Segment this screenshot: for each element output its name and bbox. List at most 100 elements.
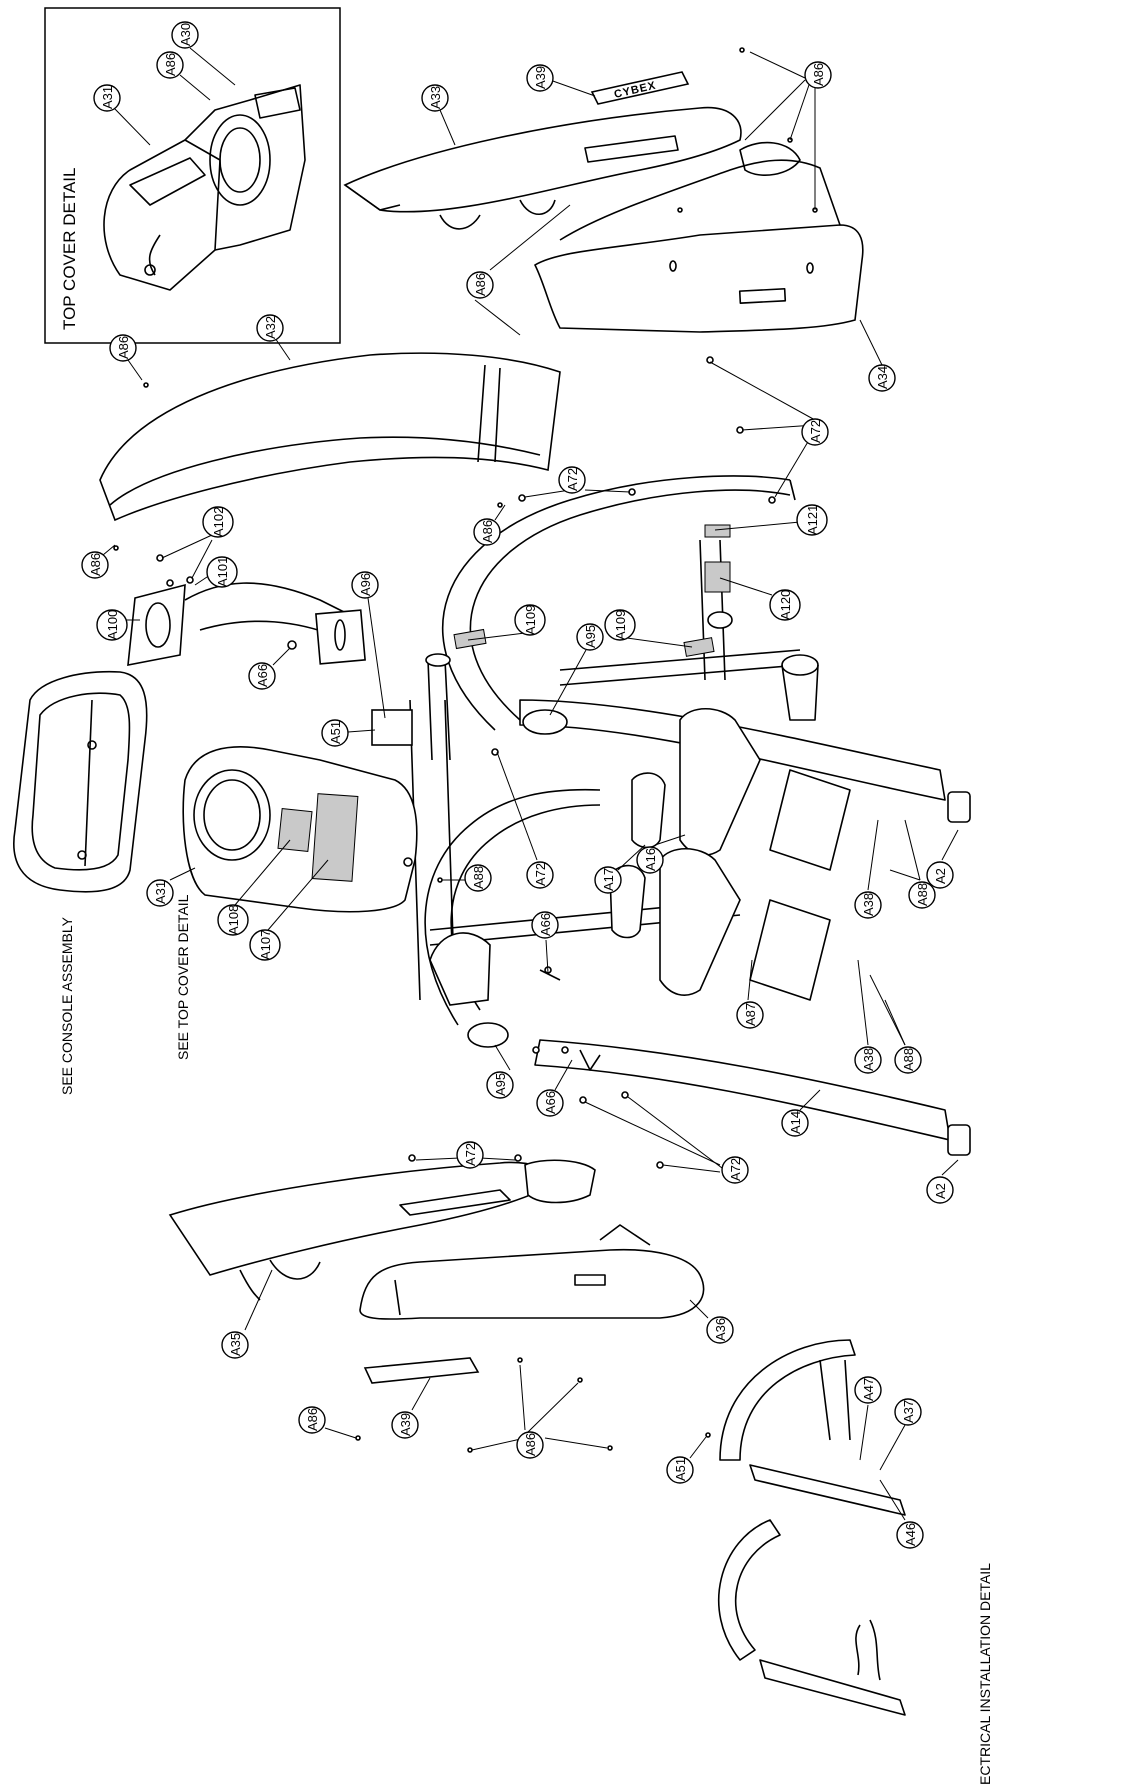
front-top-cover-a33 bbox=[343, 106, 742, 230]
end-cap-a95-upper bbox=[522, 709, 568, 735]
svg-text:A2: A2 bbox=[933, 868, 948, 884]
svg-text:A109: A109 bbox=[613, 610, 628, 640]
callout-a86-c: A86 bbox=[81, 551, 109, 579]
callout-a86-left: A86 bbox=[109, 334, 137, 362]
callout-a33: A33 bbox=[421, 84, 449, 112]
callout-a72-d: A72 bbox=[456, 1141, 484, 1169]
svg-text:A17: A17 bbox=[601, 868, 616, 891]
svg-text:A31: A31 bbox=[153, 881, 168, 904]
callout-a34: A34 bbox=[868, 364, 896, 392]
svg-text:A38: A38 bbox=[861, 1048, 876, 1071]
svg-text:A46: A46 bbox=[903, 1523, 918, 1546]
callout-a31: A31 bbox=[146, 879, 174, 907]
callout-a87: A87 bbox=[736, 1001, 764, 1029]
svg-text:A66: A66 bbox=[255, 664, 270, 687]
svg-text:A86: A86 bbox=[305, 1408, 320, 1431]
rear-side-cover-a36 bbox=[359, 1224, 705, 1320]
callout-a100: A100 bbox=[96, 609, 128, 641]
callout-a95-a: A95 bbox=[576, 623, 604, 651]
svg-text:A100: A100 bbox=[105, 610, 120, 640]
svg-text:A86: A86 bbox=[88, 553, 103, 576]
callout-a14: A14 bbox=[781, 1109, 809, 1137]
svg-text:A88: A88 bbox=[471, 866, 486, 889]
pedal-assembly bbox=[609, 708, 851, 1001]
callout-a86-d: A86 bbox=[298, 1406, 326, 1434]
callout-a39-bottom: A39 bbox=[391, 1411, 419, 1439]
see-console-assembly-note: SEE CONSOLE ASSEMBLY bbox=[59, 916, 75, 1095]
svg-text:A107: A107 bbox=[258, 930, 273, 960]
callout-a88-b: A88 bbox=[908, 881, 936, 909]
hardware-small-parts bbox=[113, 47, 818, 1453]
svg-text:A86: A86 bbox=[473, 273, 488, 296]
callout-a2-b: A2 bbox=[926, 1176, 954, 1204]
callout-a17: A17 bbox=[594, 866, 622, 894]
svg-text:A86: A86 bbox=[480, 520, 495, 543]
svg-text:A86: A86 bbox=[523, 1433, 538, 1456]
leader-lines bbox=[102, 47, 959, 1521]
callout-a31-inset: A31 bbox=[93, 84, 121, 112]
svg-text:A35: A35 bbox=[228, 1333, 243, 1356]
svg-text:A30: A30 bbox=[178, 23, 193, 46]
svg-text:A72: A72 bbox=[728, 1158, 743, 1181]
svg-text:A66: A66 bbox=[538, 913, 553, 936]
svg-text:A95: A95 bbox=[493, 1073, 508, 1096]
svg-text:A16: A16 bbox=[643, 848, 658, 871]
callout-a109-a: A109 bbox=[514, 604, 546, 636]
callout-a108: A108 bbox=[217, 904, 249, 936]
svg-text:A86: A86 bbox=[163, 53, 178, 76]
decal-a39-bottom bbox=[363, 1357, 480, 1384]
callout-a36: A36 bbox=[706, 1316, 734, 1344]
callout-a88-c: A88 bbox=[894, 1046, 922, 1074]
callout-a72-a: A72 bbox=[801, 418, 829, 446]
svg-text:A120: A120 bbox=[778, 590, 793, 620]
svg-text:A51: A51 bbox=[673, 1458, 688, 1481]
callout-a86-b: A86 bbox=[473, 518, 501, 546]
callout-a66-b: A66 bbox=[531, 911, 559, 939]
callout-a66-a: A66 bbox=[248, 662, 276, 690]
svg-text:A108: A108 bbox=[226, 905, 241, 935]
callout-a107: A107 bbox=[249, 929, 281, 961]
electrical-installation-detail: ECTRICAL INSTALLATION DETAIL bbox=[717, 1339, 993, 1785]
svg-text:A66: A66 bbox=[543, 1091, 558, 1114]
callout-a16: A16 bbox=[636, 846, 664, 874]
callout-a46: A46 bbox=[896, 1521, 924, 1549]
electrical-installation-detail-label: ECTRICAL INSTALLATION DETAIL bbox=[977, 1563, 993, 1785]
callout-a2-a: A2 bbox=[926, 861, 954, 889]
callout-a30: A30 bbox=[171, 21, 199, 49]
rear-top-cover-a35 bbox=[168, 1159, 596, 1301]
svg-text:A31: A31 bbox=[100, 86, 115, 109]
svg-text:A38: A38 bbox=[861, 893, 876, 916]
callout-a51-b: A51 bbox=[666, 1456, 694, 1484]
callout-a72-c: A72 bbox=[526, 861, 554, 889]
svg-text:A47: A47 bbox=[861, 1378, 876, 1401]
svg-text:A72: A72 bbox=[565, 468, 580, 491]
svg-text:A95: A95 bbox=[583, 625, 598, 648]
top-cover-detail-inset: TOP COVER DETAIL bbox=[44, 7, 341, 344]
callout-a95-b: A95 bbox=[486, 1071, 514, 1099]
svg-text:A34: A34 bbox=[875, 366, 890, 389]
callout-a38-b: A38 bbox=[854, 1046, 882, 1074]
callout-a86-mid: A86 bbox=[466, 271, 494, 299]
svg-text:A14: A14 bbox=[788, 1111, 803, 1134]
callout-a39-top: A39 bbox=[526, 64, 554, 92]
callout-a35: A35 bbox=[221, 1331, 249, 1359]
svg-text:A37: A37 bbox=[901, 1400, 916, 1423]
callout-a47: A47 bbox=[854, 1376, 882, 1404]
svg-text:A86: A86 bbox=[116, 336, 131, 359]
callout-a88-a: A88 bbox=[464, 864, 492, 892]
svg-text:A96: A96 bbox=[358, 573, 373, 596]
callout-a32: A32 bbox=[256, 314, 284, 342]
callout-a66-c: A66 bbox=[536, 1089, 564, 1117]
side-rail-cover-a32 bbox=[99, 352, 561, 522]
callout-a86-e: A86 bbox=[516, 1431, 544, 1459]
callout-a37: A37 bbox=[894, 1398, 922, 1426]
svg-text:A101: A101 bbox=[215, 557, 230, 587]
cybex-logo-badge-a39: CYBEX bbox=[590, 71, 690, 105]
svg-text:A121: A121 bbox=[805, 505, 820, 535]
front-side-cover-a34 bbox=[533, 141, 864, 333]
callout-a72-b: A72 bbox=[558, 466, 586, 494]
callout-a120: A120 bbox=[769, 589, 801, 621]
svg-text:A39: A39 bbox=[533, 66, 548, 89]
end-cap-a95-lower bbox=[467, 1022, 509, 1048]
